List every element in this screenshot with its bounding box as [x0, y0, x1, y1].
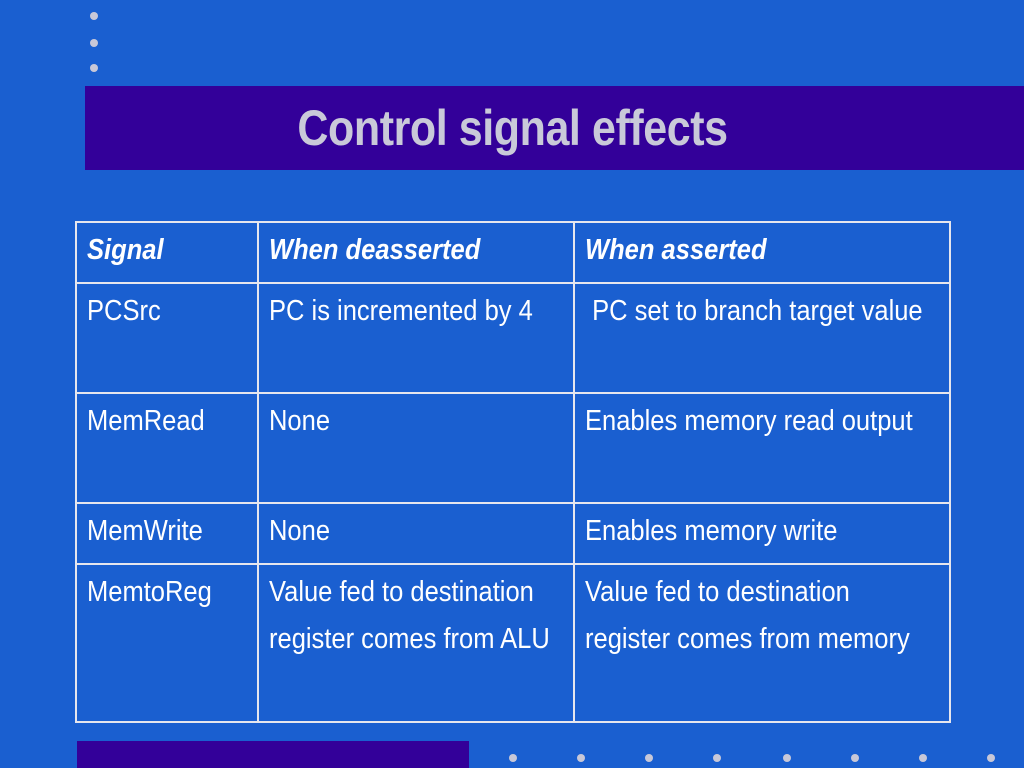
decorative-dot	[713, 754, 721, 762]
header-signal-text: Signal	[87, 234, 164, 266]
decorative-dot	[645, 754, 653, 762]
decorative-dot	[90, 12, 98, 20]
cell-signal: MemRead	[75, 392, 259, 504]
cell-deasserted: None	[257, 392, 575, 504]
decorative-dots-bottom	[505, 752, 1005, 764]
cell-asserted: Enables memory read output	[573, 392, 951, 504]
decorative-dot	[783, 754, 791, 762]
bottom-accent-bar	[77, 741, 469, 768]
cell-text: PCSrc	[87, 295, 161, 327]
header-signal: Signal	[75, 221, 259, 284]
table-row: MemtoReg Value fed to destination regist…	[75, 563, 951, 723]
decorative-dot	[851, 754, 859, 762]
cell-deasserted: None	[257, 502, 575, 565]
decorative-dot	[919, 754, 927, 762]
cell-text: Value fed to destination register comes …	[585, 576, 910, 655]
cell-text: Enables memory read output	[585, 405, 913, 437]
title-bar	[85, 86, 1024, 170]
decorative-dot	[90, 64, 98, 72]
cell-signal: MemtoReg	[75, 563, 259, 723]
table-row: MemRead None Enables memory read output	[75, 392, 951, 504]
decorative-dot	[90, 39, 98, 47]
cell-text: MemtoReg	[87, 576, 212, 608]
signal-table: Signal When deasserted When asserted PCS…	[75, 221, 951, 723]
header-when-deasserted: When deasserted	[257, 221, 575, 284]
cell-text: MemRead	[87, 405, 205, 437]
header-when-asserted: When asserted	[573, 221, 951, 284]
cell-text: None	[269, 405, 331, 437]
slide-title: Control signal effects	[297, 100, 728, 156]
table-header-row: Signal When deasserted When asserted	[75, 221, 951, 284]
decorative-dot	[987, 754, 995, 762]
cell-text: PC set to branch target value	[585, 295, 923, 327]
cell-deasserted: PC is incremented by 4	[257, 282, 575, 394]
decorative-dot	[577, 754, 585, 762]
cell-text: PC is incremented by 4	[269, 295, 533, 327]
cell-signal: PCSrc	[75, 282, 259, 394]
header-when-asserted-text: When asserted	[585, 234, 767, 266]
cell-asserted: Value fed to destination register comes …	[573, 563, 951, 723]
cell-asserted: PC set to branch target value	[573, 282, 951, 394]
cell-deasserted: Value fed to destination register comes …	[257, 563, 575, 723]
table-row: PCSrc PC is incremented by 4 PC set to b…	[75, 282, 951, 394]
control-signal-table: Signal When deasserted When asserted PCS…	[75, 221, 951, 723]
cell-text: MemWrite	[87, 515, 203, 547]
cell-asserted: Enables memory write	[573, 502, 951, 565]
table-row: MemWrite None Enables memory write	[75, 502, 951, 565]
decorative-dot	[509, 754, 517, 762]
cell-signal: MemWrite	[75, 502, 259, 565]
cell-text: None	[269, 515, 331, 547]
cell-text: Enables memory write	[585, 515, 838, 547]
header-when-deasserted-text: When deasserted	[269, 234, 481, 266]
cell-text: Value fed to destination register comes …	[269, 576, 550, 655]
